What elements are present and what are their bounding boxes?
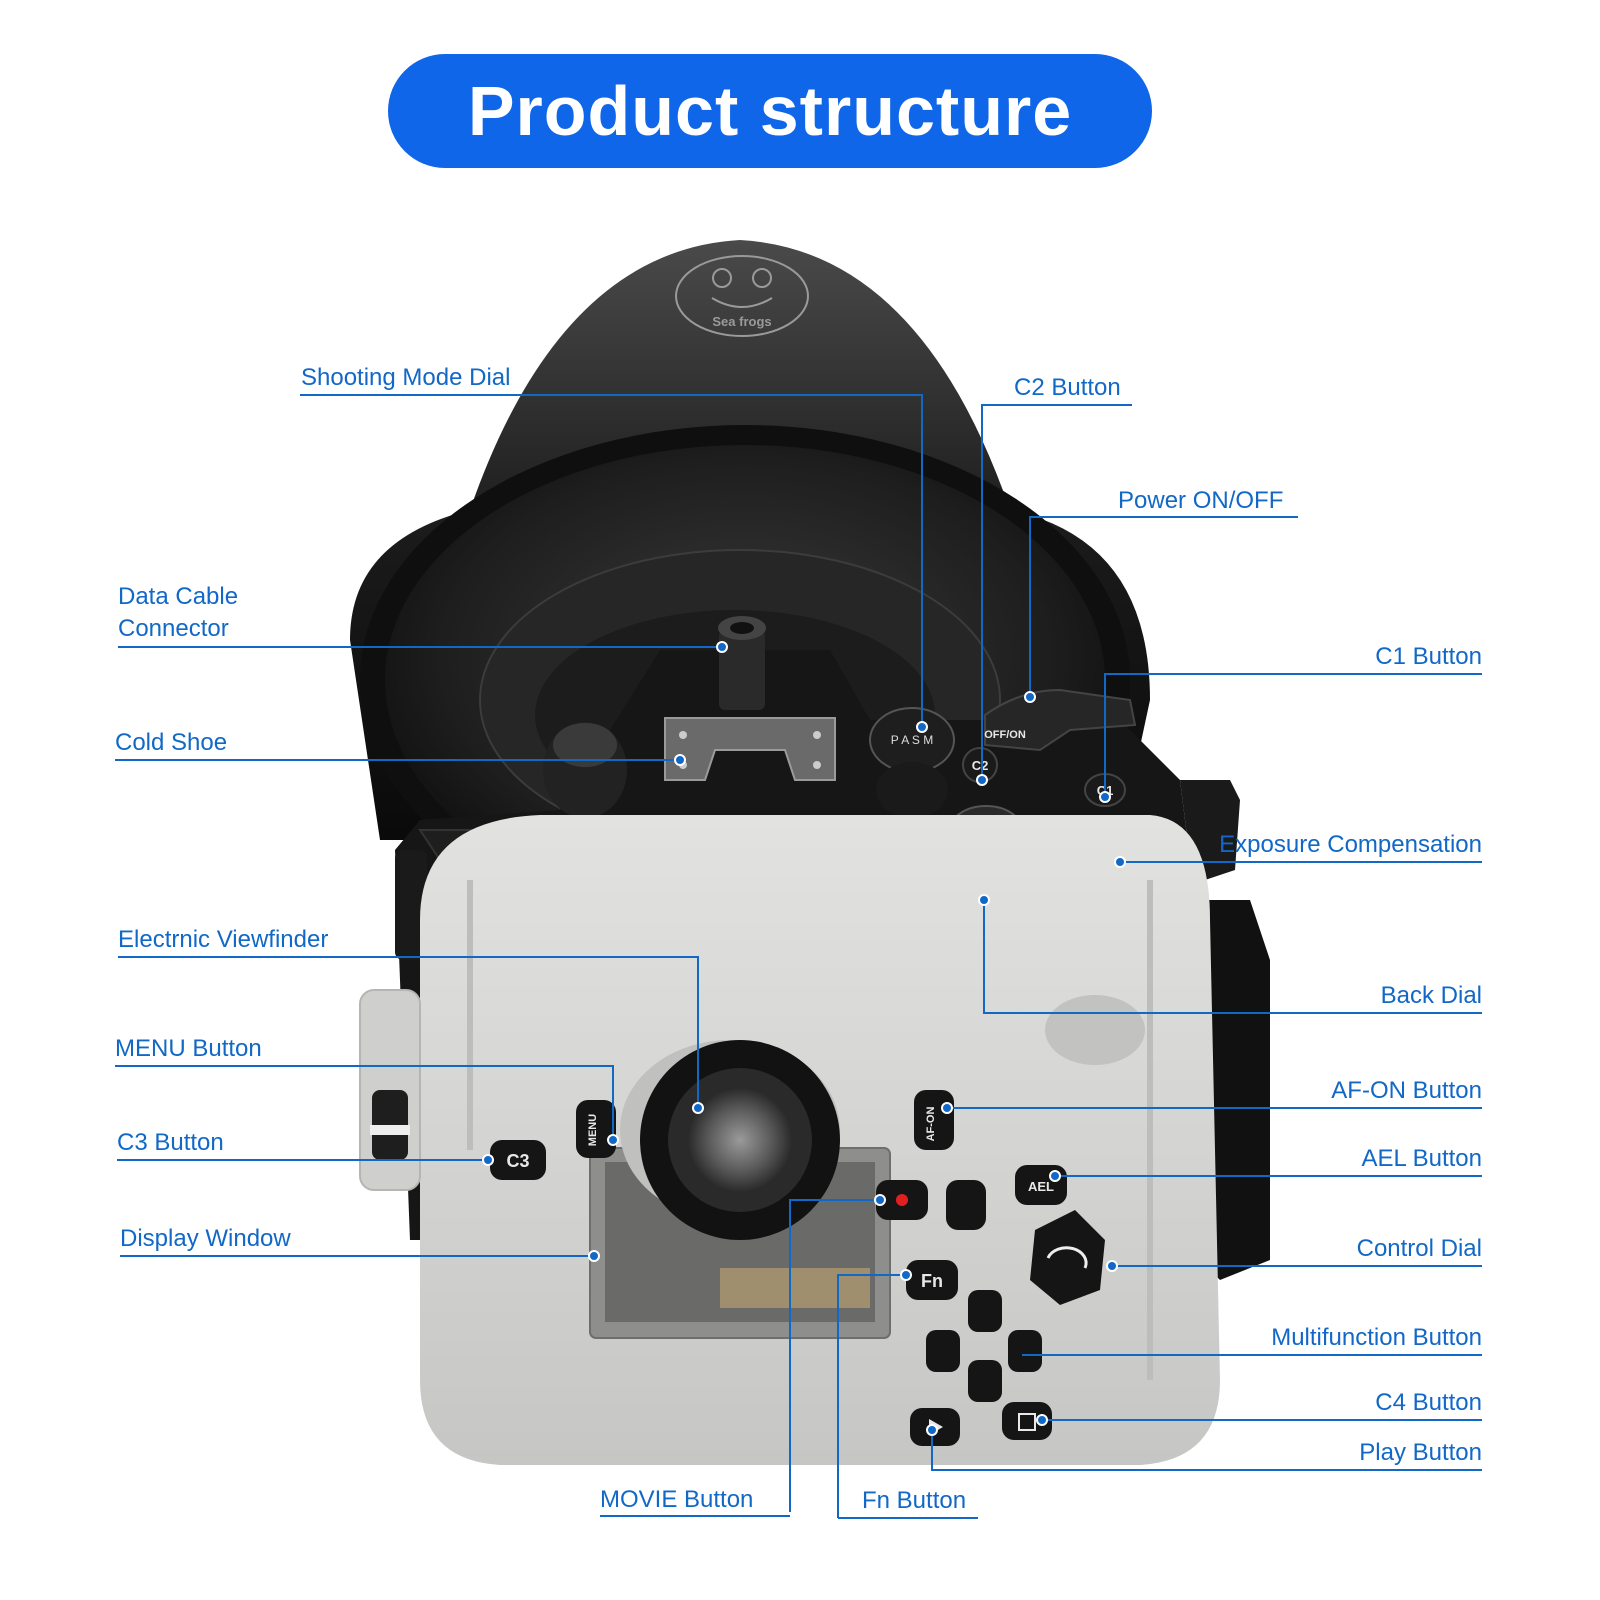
movie-button[interactable] — [876, 1180, 928, 1220]
label-exposure-compensation: Exposure Compensation — [1219, 831, 1482, 858]
label-data-cable-line1: Data Cable — [118, 583, 238, 610]
multifunction-button[interactable] — [926, 1290, 1042, 1402]
label-power-on-off: Power ON/OFF — [1118, 487, 1283, 514]
label-ael-button: AEL Button — [1361, 1145, 1482, 1172]
rear-button-blank[interactable] — [946, 1180, 986, 1230]
title-banner: Product structure — [388, 54, 1152, 168]
label-play-button: Play Button — [1359, 1439, 1482, 1466]
label-data-cable-line2: Connector — [118, 615, 229, 642]
label-shooting-mode-dial: Shooting Mode Dial — [301, 364, 510, 391]
label-cold-shoe: Cold Shoe — [115, 729, 227, 756]
electronic-viewfinder — [620, 1040, 840, 1240]
brand-text: Sea frogs — [712, 314, 771, 329]
label-multifunction-button: Multifunction Button — [1271, 1324, 1482, 1351]
label-af-on-button: AF-ON Button — [1331, 1077, 1482, 1104]
power-lever[interactable]: OFF/ON — [984, 688, 1137, 752]
c4-button[interactable] — [1002, 1402, 1052, 1440]
leader-dots — [482, 641, 1126, 1436]
control-dial[interactable] — [1030, 1210, 1105, 1305]
fn-mark: Fn — [921, 1271, 943, 1291]
data-cable-connector — [718, 616, 766, 710]
ael-mark: AEL — [1028, 1179, 1054, 1194]
ael-button[interactable]: AEL — [1015, 1165, 1067, 1205]
label-control-dial: Control Dial — [1357, 1235, 1482, 1262]
c3-button[interactable]: C3 — [490, 1140, 546, 1180]
label-display-window: Display Window — [120, 1225, 291, 1252]
sea-frogs-logo: Sea frogs — [675, 255, 809, 337]
page-title: Product structure — [467, 72, 1073, 150]
label-c4-button: C4 Button — [1375, 1389, 1482, 1416]
power-mark: OFF/ON — [984, 729, 1026, 741]
menu-mark: MENU — [587, 1114, 599, 1146]
c3-mark: C3 — [506, 1151, 529, 1171]
svg-text:P A S M: P A S M — [891, 733, 933, 747]
cold-shoe — [664, 717, 836, 781]
label-movie-button: MOVIE Button — [600, 1486, 753, 1513]
label-menu-button: MENU Button — [115, 1035, 262, 1062]
af-on-mark: AF-ON — [925, 1107, 937, 1142]
label-c3-button: C3 Button — [117, 1129, 224, 1156]
label-fn-button: Fn Button — [862, 1487, 966, 1514]
bottom-label-underlines — [600, 1515, 978, 1519]
label-c2-button: C2 Button — [1014, 374, 1121, 401]
c2-mark: C2 — [972, 758, 989, 773]
label-c1-button: C1 Button — [1375, 643, 1482, 670]
fn-button[interactable]: Fn — [906, 1260, 958, 1300]
leader-lines — [115, 394, 1482, 1518]
shooting-mode-dial[interactable]: P A S M — [869, 707, 955, 818]
af-on-button[interactable]: AF-ON — [914, 1090, 954, 1150]
callout-labels: Shooting Mode Dial C2 Button Power ON/OF… — [115, 364, 1482, 1514]
trash-icon — [1018, 1413, 1036, 1431]
left-knob — [543, 722, 627, 818]
label-back-dial: Back Dial — [1381, 982, 1482, 1009]
menu-button[interactable]: MENU — [576, 1100, 616, 1158]
label-electronic-viewfinder: Electrnic Viewfinder — [118, 926, 328, 953]
c2-button[interactable]: C2 — [962, 747, 998, 783]
